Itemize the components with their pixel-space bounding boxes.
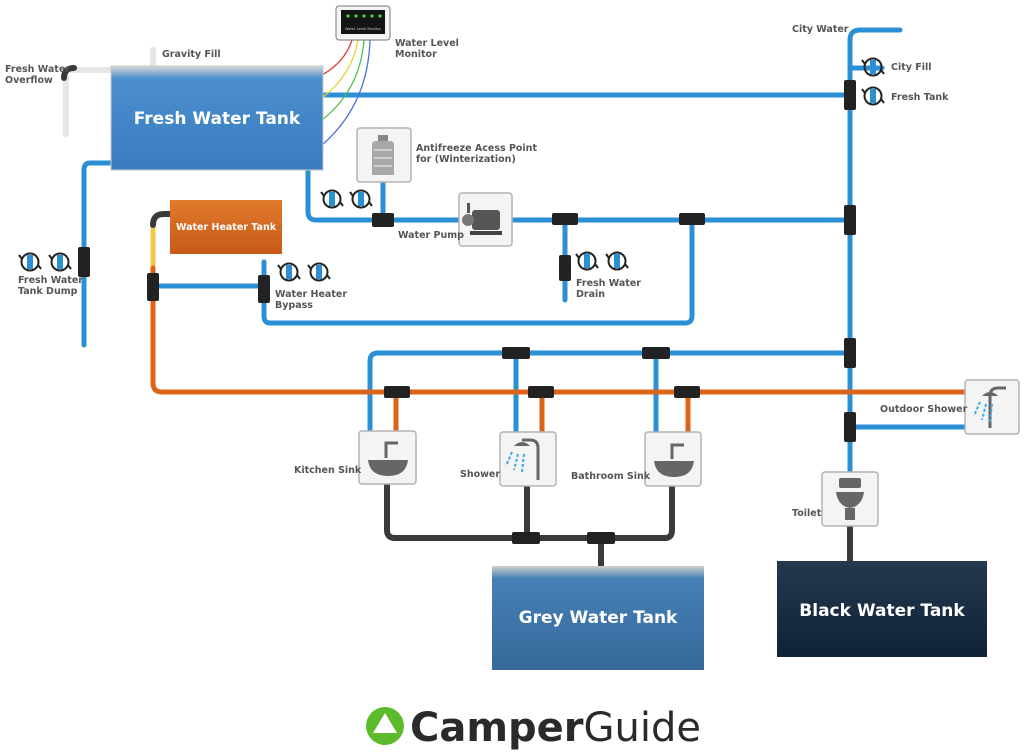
camperguide-logo: CamperGuide — [366, 705, 701, 751]
antifreeze-label-line1: Antifreeze Acess Point — [416, 143, 537, 154]
dump-label-line1: Fresh Water — [18, 275, 83, 286]
city-water-label: City Water — [792, 24, 849, 35]
fresh-water-tank: Fresh Water Tank — [110, 65, 324, 171]
antifreeze-label-line2: for (Winterization) — [416, 154, 516, 165]
monitor-wires — [321, 39, 371, 146]
bathroom-sink-label: Bathroom Sink — [571, 471, 651, 482]
drain-valves — [575, 251, 629, 271]
overflow-label-line1: Fresh Water — [5, 64, 70, 75]
bypass-label-line2: Bypass — [275, 300, 313, 311]
shower-icon — [499, 431, 557, 487]
water-heater-tank: Water Heater Tank — [170, 200, 282, 254]
bypass-valves — [277, 262, 331, 282]
city-fill-valve — [861, 57, 885, 77]
svg-text:CamperGuide: CamperGuide — [410, 705, 701, 751]
fresh-tank-label: Fresh Tank — [891, 92, 949, 103]
outdoor-shower-label: Outdoor Shower — [880, 404, 968, 415]
pipe-fittings — [78, 80, 856, 544]
monitor-device-text: Water Level Monitor — [345, 27, 382, 31]
city-fill-label: City Fill — [891, 62, 932, 73]
logo-text-camper: Camper — [410, 705, 584, 751]
grey-water-tank-label: Grey Water Tank — [519, 608, 678, 628]
fresh-tank-valve — [861, 86, 885, 106]
kitchen-sink-icon — [358, 430, 417, 485]
drain-label-line1: Fresh Water — [576, 278, 641, 289]
fresh-water-tank-label: Fresh Water Tank — [134, 109, 301, 129]
black-water-tank-label: Black Water Tank — [799, 601, 965, 621]
kitchen-sink-label: Kitchen Sink — [294, 465, 362, 476]
logo-text-guide: Guide — [584, 705, 701, 751]
diagram-labels: Gravity Fill Fresh Water Overflow Water … — [5, 24, 968, 519]
hot-water-pipes — [150, 211, 968, 435]
water-pump-label: Water Pump — [398, 230, 464, 241]
water-pump-icon — [458, 192, 513, 247]
monitor-label-line1: Water Level — [395, 38, 459, 49]
outdoor-shower-icon — [964, 379, 1020, 435]
overflow-label-line2: Overflow — [5, 75, 53, 86]
toilet-icon — [821, 471, 879, 527]
drain-label-line2: Drain — [576, 289, 605, 300]
bypass-label-line1: Water Heater — [275, 289, 347, 300]
toilet-label: Toilet — [792, 508, 822, 519]
monitor-label-line2: Monitor — [395, 49, 437, 60]
black-water-tank: Black Water Tank — [777, 561, 987, 657]
antifreeze-bottle-icon — [356, 127, 412, 183]
water-heater-tank-label: Water Heater Tank — [176, 222, 277, 233]
dump-valves — [18, 252, 72, 272]
gravity-fill-label: Gravity Fill — [162, 49, 221, 60]
shower-label: Shower — [460, 469, 500, 480]
grey-water-tank: Grey Water Tank — [492, 566, 704, 670]
bathroom-sink-icon — [644, 431, 702, 487]
dump-label-line2: Tank Dump — [18, 286, 78, 297]
pump-valves — [320, 189, 373, 209]
water-level-monitor: Water Level Monitor — [335, 5, 391, 41]
